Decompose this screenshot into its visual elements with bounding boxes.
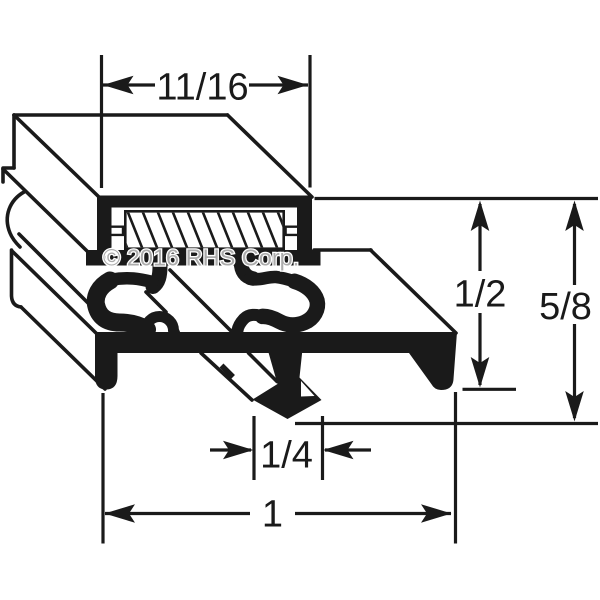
svg-text:1: 1 [262,494,283,536]
svg-text:1/4: 1/4 [260,435,313,477]
svg-text:5/8: 5/8 [539,286,592,328]
svg-text:11/16: 11/16 [156,67,248,109]
svg-text:1/2: 1/2 [454,274,507,316]
svg-text:© 2016 RHS Corp.: © 2016 RHS Corp. [103,245,299,271]
